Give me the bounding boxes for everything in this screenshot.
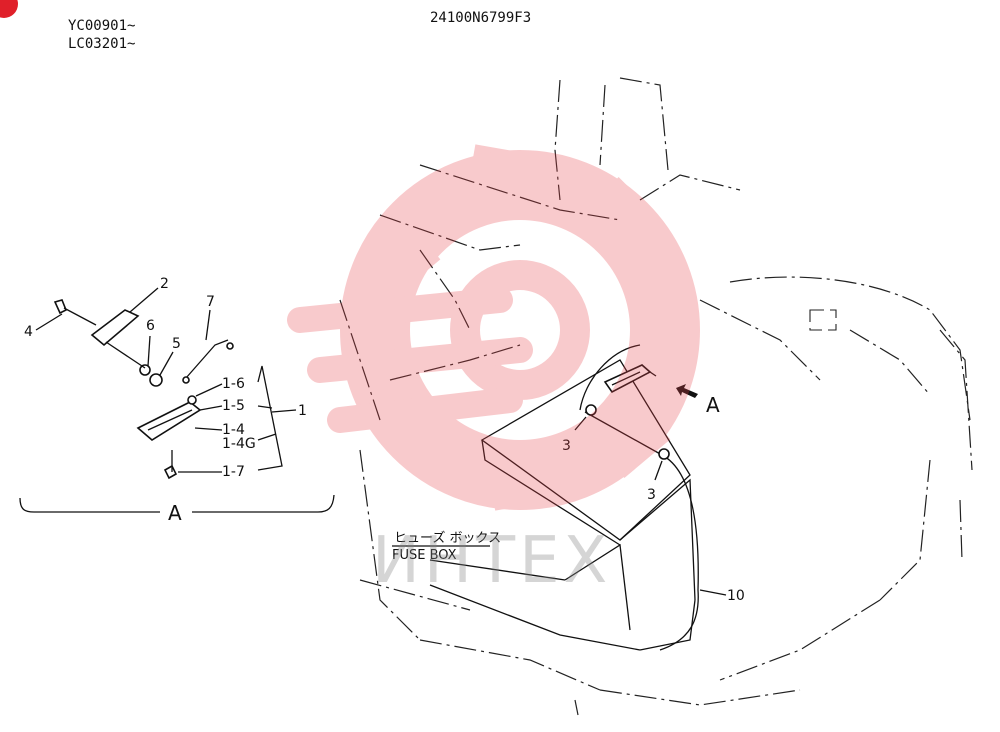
part-number: 24100N6799F3 [430,10,531,26]
clip-label-left: 3 [562,438,571,454]
label-7: 7 [206,294,215,310]
nut-5 [149,373,163,387]
washer-6 [139,364,151,376]
fuse-box-label-en: FUSE BOX [392,548,457,563]
watermark-gear-logo [287,144,700,511]
label-1-7: 1-7 [222,464,245,480]
clip-right [658,448,670,460]
label-6: 6 [146,318,155,334]
view-arrow-label: A [706,393,720,417]
harness-label: 10 [727,588,745,604]
clip-label-right: 3 [647,487,656,503]
label-1-4: 1-4 [222,422,245,438]
serial-range-2: LC03201~ [68,36,135,52]
room-lamp [603,364,657,394]
serial-range-1: YC00901~ [68,18,135,34]
machine-outline [339,77,973,716]
fuse-box-console [429,359,696,651]
watermark-text: ИНТЕХ [372,524,611,598]
label-4: 4 [24,324,33,340]
label-1: 1 [298,403,307,419]
view-arrow-icon [676,384,698,398]
label-5: 5 [172,336,181,352]
label-1-4g: 1-4G [222,436,256,452]
detail-caption: A [168,501,182,525]
label-2: 2 [160,276,169,292]
corner-badge [0,0,18,18]
label-1-5: 1-5 [222,398,245,414]
clip-left [585,404,597,416]
detail-view-a: A 4 2 6 5 7 1-6 [19,276,335,525]
fuse-box-label-jp: ヒューズ ボックス [394,530,501,546]
label-1-6: 1-6 [222,376,245,392]
